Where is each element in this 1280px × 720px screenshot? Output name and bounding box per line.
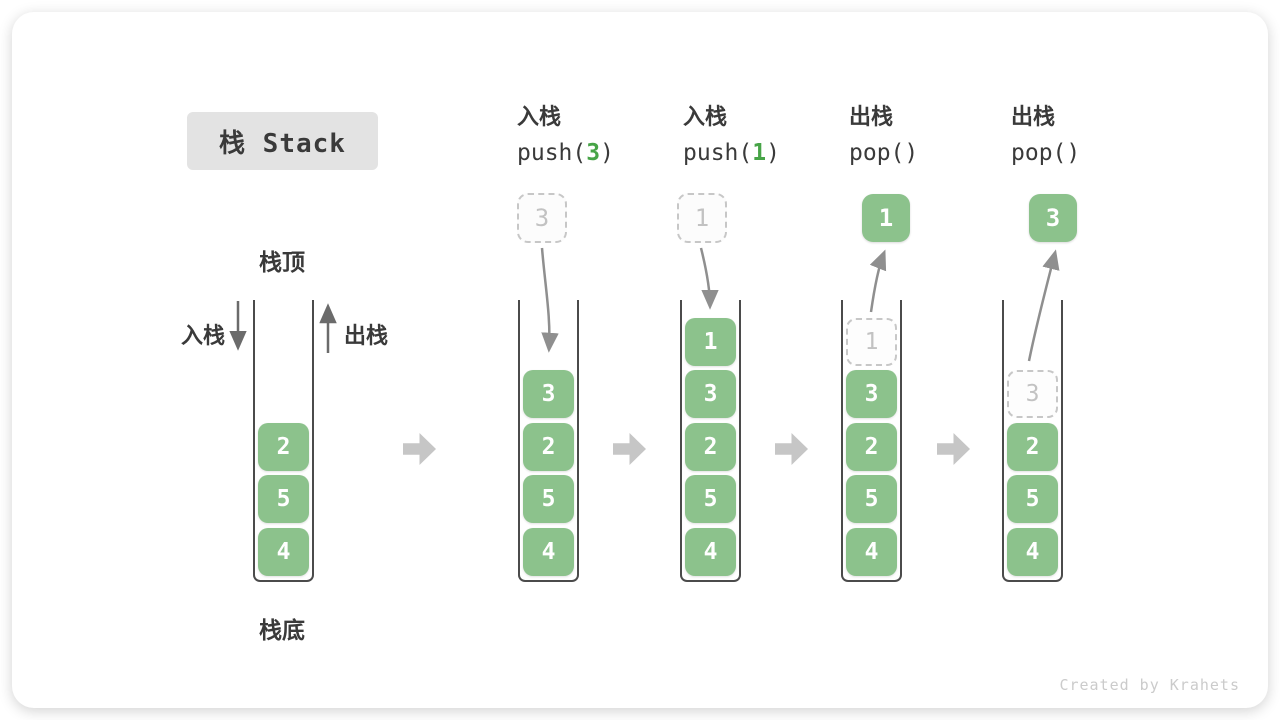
item-value: 3: [541, 381, 556, 407]
stack-item: 3: [523, 370, 574, 418]
stack-item: 5: [685, 475, 736, 523]
item-value: 5: [276, 486, 291, 512]
value-label: 3: [534, 204, 550, 232]
stack-item: 5: [846, 475, 897, 523]
code-text: ): [766, 140, 780, 166]
stack-item: 2: [846, 423, 897, 471]
pop-side-label: 出栈: [344, 324, 389, 349]
stack-item-ghost: 3: [1007, 370, 1058, 418]
operation-name: 入栈: [683, 105, 728, 130]
item-value: 4: [703, 539, 718, 565]
stack-item: 3: [685, 370, 736, 418]
item-value: 5: [864, 486, 879, 512]
item-value: 1: [703, 329, 718, 355]
stack-item: 4: [523, 528, 574, 576]
value-label: 3: [1045, 204, 1061, 232]
stack-top-label: 栈顶: [259, 250, 305, 276]
item-value: 4: [1025, 539, 1040, 565]
stack-item: 3: [846, 370, 897, 418]
popped-value-box-1: 1: [862, 194, 910, 242]
pushed-value-box-1: 1: [677, 193, 727, 243]
stack-item: 2: [258, 423, 309, 471]
stack-item: 5: [258, 475, 309, 523]
code-text: ): [1066, 140, 1081, 166]
stack-container-3: 1 3 2 5 4: [680, 300, 741, 582]
code-text: push(: [683, 140, 753, 166]
popped-value-box-3: 3: [1029, 194, 1077, 242]
code-argument: 1: [752, 140, 767, 166]
item-value: 3: [1025, 381, 1040, 407]
stack-container-2: 3 2 5 4: [518, 300, 579, 582]
operation-code: push(1): [683, 139, 843, 167]
stack-item: 5: [523, 475, 574, 523]
stack-bottom-label: 栈底: [259, 618, 305, 644]
title-badge: 栈 Stack: [187, 112, 378, 170]
code-text: push(: [517, 140, 587, 166]
item-value: 2: [864, 434, 879, 460]
operation-pop-1: 出栈 pop(): [849, 104, 1009, 167]
item-value: 2: [703, 434, 718, 460]
item-value: 4: [541, 539, 556, 565]
code-text: ): [600, 140, 614, 166]
stack-item: 4: [846, 528, 897, 576]
stack-container-5: 3 2 5 4: [1002, 300, 1063, 582]
stack-item: 4: [1007, 528, 1058, 576]
operation-code: pop(): [1011, 139, 1171, 167]
stack-container-4: 1 3 2 5 4: [841, 300, 902, 582]
item-value: 5: [703, 486, 718, 512]
push-side-label: 入栈: [181, 324, 226, 349]
item-value: 5: [1025, 486, 1040, 512]
item-value: 1: [864, 329, 879, 355]
item-value: 2: [1025, 434, 1040, 460]
pushed-value-box-3: 3: [517, 193, 567, 243]
stack-item: 4: [258, 528, 309, 576]
value-label: 1: [694, 204, 710, 232]
operation-pop-2: 出栈 pop(): [1011, 104, 1171, 167]
operation-push-1: 入栈 push(1): [683, 104, 843, 167]
stack-item: 2: [685, 423, 736, 471]
item-value: 3: [864, 381, 879, 407]
item-value: 2: [276, 434, 291, 460]
watermark: Created by Krahets: [1059, 676, 1240, 694]
stack-item: 1: [685, 318, 736, 366]
operation-name: 入栈: [517, 105, 562, 130]
stack-item: 5: [1007, 475, 1058, 523]
operation-name: 出栈: [1011, 105, 1056, 130]
title-label: 栈 Stack: [219, 128, 346, 159]
code-argument: 3: [586, 140, 601, 166]
operation-code: push(3): [517, 139, 677, 167]
stack-container-1: 2 5 4: [253, 300, 314, 582]
value-label: 1: [878, 204, 894, 232]
code-text: ): [904, 140, 919, 166]
item-value: 4: [864, 539, 879, 565]
operation-push-3: 入栈 push(3): [517, 104, 677, 167]
stack-item-ghost: 1: [846, 318, 897, 366]
operation-name: 出栈: [849, 105, 894, 130]
item-value: 3: [703, 381, 718, 407]
operation-code: pop(): [849, 139, 1009, 167]
item-value: 2: [541, 434, 556, 460]
stack-item: 2: [1007, 423, 1058, 471]
code-text: pop(: [1011, 140, 1067, 166]
stack-item: 2: [523, 423, 574, 471]
code-text: pop(: [849, 140, 905, 166]
item-value: 5: [541, 486, 556, 512]
item-value: 4: [276, 539, 291, 565]
stack-item: 4: [685, 528, 736, 576]
